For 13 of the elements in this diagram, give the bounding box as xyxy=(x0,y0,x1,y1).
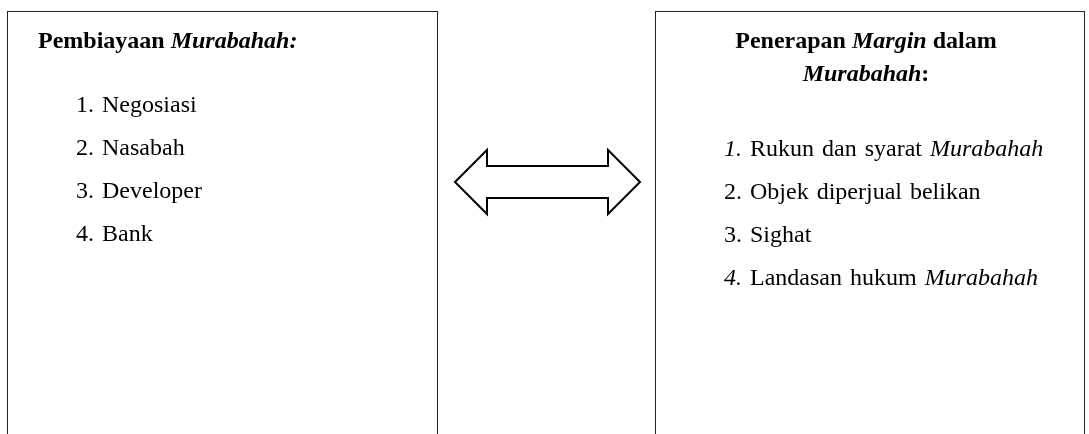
list-item: 4. Landasan hukum Murabahah xyxy=(724,263,1039,292)
box-heading: Pembiayaan Murabahah: xyxy=(38,26,299,55)
list-item: 2. Objek diperjual belikan xyxy=(724,177,982,206)
list-item: 1. Rukun dan syarat Murabahah xyxy=(724,134,1045,163)
box-heading: Penerapan Margin dalam Murabahah: xyxy=(734,26,998,88)
list-item: 2. Nasabah xyxy=(76,133,186,162)
text-box xyxy=(7,11,438,434)
double-arrow xyxy=(453,147,642,217)
text-box xyxy=(655,11,1085,434)
list-item: 1. Negosiasi xyxy=(76,90,198,119)
list-item: 3. Developer xyxy=(76,176,203,205)
list-item: 4. Bank xyxy=(76,219,154,248)
list-item: 3. Sighat xyxy=(724,220,813,249)
